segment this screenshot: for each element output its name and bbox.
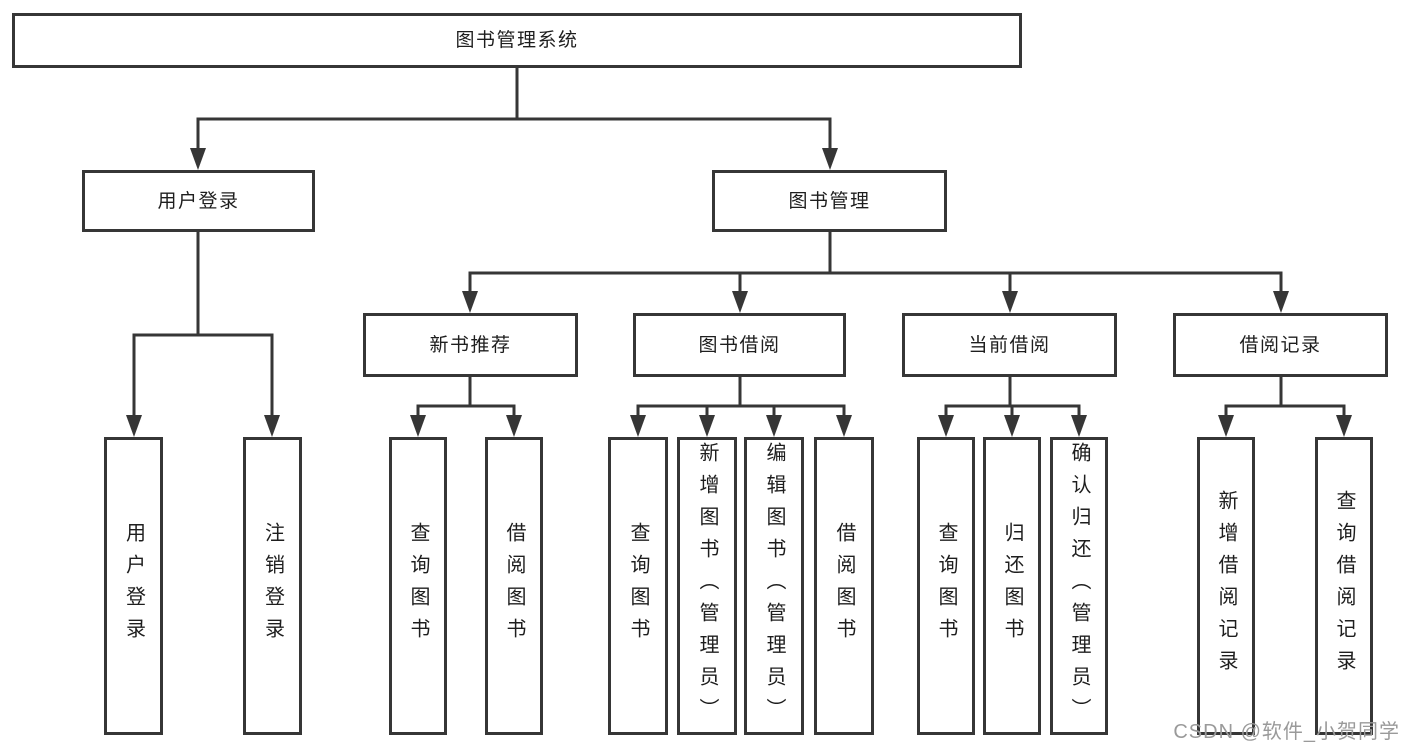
node-book-management: 图书管理: [712, 170, 947, 232]
node-borrow-book-recommend-label: 借阅图书: [503, 522, 525, 650]
node-current-borrowing-label: 当前借阅: [968, 334, 1051, 356]
node-add-book-admin: 新增图书（管理员）: [677, 437, 737, 735]
node-current-borrowing: 当前借阅: [902, 313, 1117, 377]
node-book-borrowing-label: 图书借阅: [698, 334, 781, 356]
node-logout-login: 注销登录: [243, 437, 302, 735]
node-borrowing-records: 借阅记录: [1173, 313, 1388, 377]
node-new-book-recommend: 新书推荐: [363, 313, 578, 377]
node-query-book-recommend-label: 查询图书: [407, 522, 429, 650]
node-add-borrow-record: 新增借阅记录: [1197, 437, 1255, 735]
node-user-login-label: 用户登录: [122, 522, 145, 650]
node-query-borrow-record: 查询借阅记录: [1315, 437, 1373, 735]
node-query-book-current: 查询图书: [917, 437, 975, 735]
node-confirm-return-admin: 确认归还（管理员）: [1050, 437, 1108, 735]
watermark: CSDN @软件_小贺同学: [1173, 721, 1400, 743]
node-root-label: 图书管理系统: [455, 30, 579, 51]
node-root: 图书管理系统: [12, 13, 1022, 68]
node-query-book-borrowing-label: 查询图书: [627, 522, 649, 650]
node-add-borrow-record-label: 新增借阅记录: [1215, 490, 1237, 682]
node-query-book-borrowing: 查询图书: [608, 437, 668, 735]
node-book-borrowing: 图书借阅: [633, 313, 846, 377]
node-new-book-recommend-label: 新书推荐: [429, 334, 512, 356]
node-query-borrow-record-label: 查询借阅记录: [1333, 490, 1355, 682]
node-return-book-label: 归还图书: [1001, 522, 1023, 650]
node-edit-book-admin-label: 编辑图书（管理员）: [763, 442, 785, 730]
node-logout-login-label: 注销登录: [261, 522, 284, 650]
node-add-book-admin-label: 新增图书（管理员）: [696, 442, 718, 730]
node-confirm-return-admin-label: 确认归还（管理员）: [1068, 442, 1090, 730]
node-return-book: 归还图书: [983, 437, 1041, 735]
node-user-login: 用户登录: [104, 437, 163, 735]
node-edit-book-admin: 编辑图书（管理员）: [744, 437, 804, 735]
node-user-login-group-label: 用户登录: [157, 190, 240, 212]
node-query-book-current-label: 查询图书: [935, 522, 957, 650]
node-borrowing-records-label: 借阅记录: [1239, 334, 1322, 356]
node-book-management-label: 图书管理: [788, 190, 871, 212]
node-borrow-book-borrowing-label: 借阅图书: [833, 522, 855, 650]
node-query-book-recommend: 查询图书: [389, 437, 447, 735]
node-borrow-book-borrowing: 借阅图书: [814, 437, 874, 735]
node-user-login-group: 用户登录: [82, 170, 315, 232]
node-borrow-book-recommend: 借阅图书: [485, 437, 543, 735]
